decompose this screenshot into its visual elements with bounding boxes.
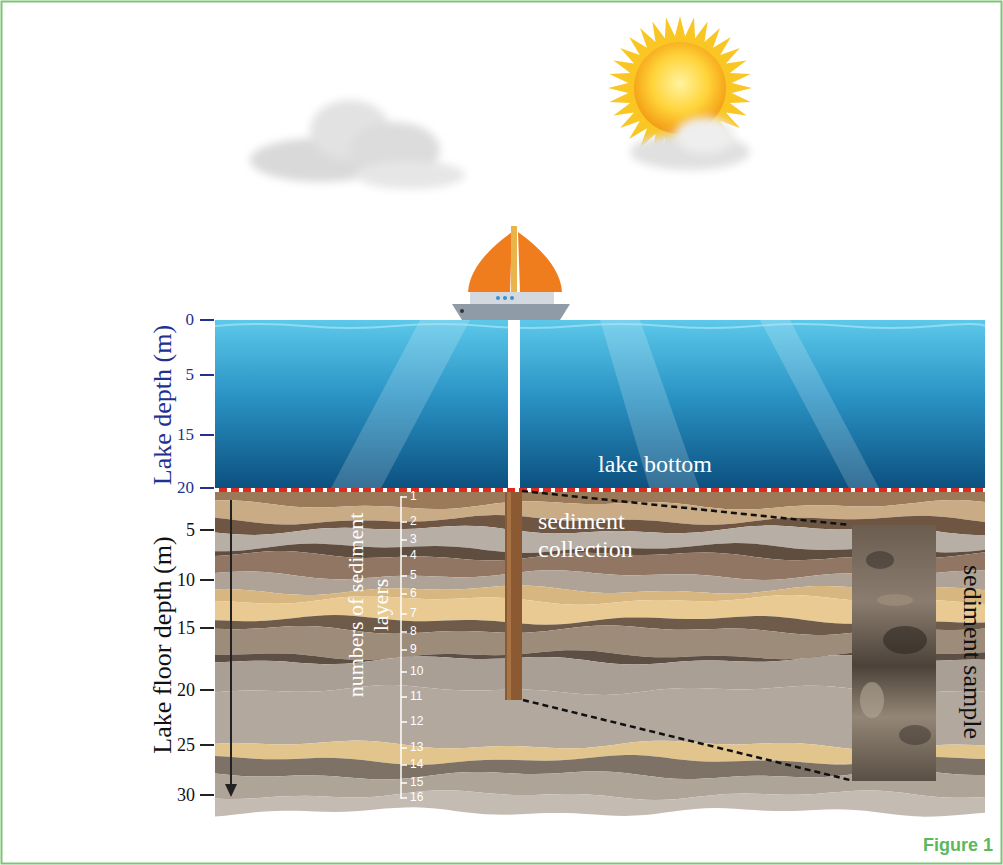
scale-tick: [401, 593, 407, 595]
scale-tick: [401, 631, 407, 633]
scale-tick: [401, 575, 407, 577]
sediment-sample-photo: [852, 525, 936, 781]
layer-number: 4: [410, 549, 417, 563]
layer-number: 15: [410, 776, 423, 790]
tick-label: 20: [177, 478, 194, 498]
core-highlight: [507, 490, 511, 700]
tick-label: 15: [177, 618, 195, 639]
cloud: [630, 117, 750, 170]
scale-tick: [401, 747, 407, 749]
sediment-layers: [215, 490, 985, 817]
sediment-band: [215, 790, 985, 817]
water-ripple: [215, 324, 985, 328]
scale-tick: [401, 496, 407, 498]
layer-number: 3: [410, 533, 417, 547]
scale-tick: [401, 539, 407, 541]
layer-number: 8: [410, 625, 417, 639]
layer-scale: [401, 496, 407, 799]
tick-label: 5: [186, 365, 195, 385]
sediment-core: [505, 490, 522, 700]
axis-title: Lake floor depth (m): [148, 536, 178, 753]
layer-number: 1: [410, 490, 417, 504]
floor-depth-ticks: [200, 530, 214, 795]
tick-label: 10: [177, 570, 195, 591]
lake-bottom-dash: [215, 488, 985, 492]
callout-label: lake bottom: [598, 451, 712, 479]
scale-tick: [401, 797, 407, 799]
scale-tick: [401, 721, 407, 723]
scale-tick: [401, 555, 407, 557]
callout-label: sediment sample: [957, 565, 987, 739]
layer-number: 13: [410, 741, 423, 755]
tick-label: 15: [177, 425, 194, 445]
tick-label: 30: [177, 785, 195, 806]
scale-tick: [401, 613, 407, 615]
layer-number: 2: [410, 515, 417, 529]
scale-tick: [401, 764, 407, 766]
cloud: [250, 100, 465, 189]
cloud-puff: [675, 117, 735, 153]
scale-tick: [401, 521, 407, 523]
figure-caption: Figure 1: [923, 835, 993, 856]
boat: [452, 226, 570, 320]
tick-label: 0: [186, 310, 195, 330]
layer-number: 5: [410, 569, 417, 583]
layer-number: 14: [410, 758, 423, 772]
scale-tick: [401, 671, 407, 673]
lake-water: [215, 320, 985, 490]
callout-label: sediment collection: [538, 508, 668, 563]
scale-tick: [401, 696, 407, 698]
lake-depth-ticks: [200, 320, 214, 488]
light-rays: [330, 320, 880, 490]
layer-number: 6: [410, 587, 417, 601]
coring-pipe: [508, 318, 520, 490]
scale-title: numbers of sediment layers: [343, 510, 394, 700]
lake-bottom-line: [215, 488, 985, 492]
layer-number: 7: [410, 607, 417, 621]
axis-title: Lake depth (m): [148, 325, 178, 485]
sun: [608, 16, 752, 170]
scale-tick: [401, 649, 407, 651]
sample-leader: [523, 700, 850, 780]
sun-rays: [608, 16, 752, 160]
depth-arrow: [225, 500, 237, 797]
tick-label: 25: [177, 735, 195, 756]
tick-label: 5: [186, 520, 195, 541]
layer-number: 11: [410, 690, 422, 704]
layer-number: 12: [410, 715, 423, 729]
tick-label: 20: [177, 680, 195, 701]
layer-number: 10: [410, 665, 423, 679]
layer-number: 16: [410, 791, 423, 805]
scale-tick: [401, 782, 407, 784]
layer-number: 9: [410, 643, 417, 657]
